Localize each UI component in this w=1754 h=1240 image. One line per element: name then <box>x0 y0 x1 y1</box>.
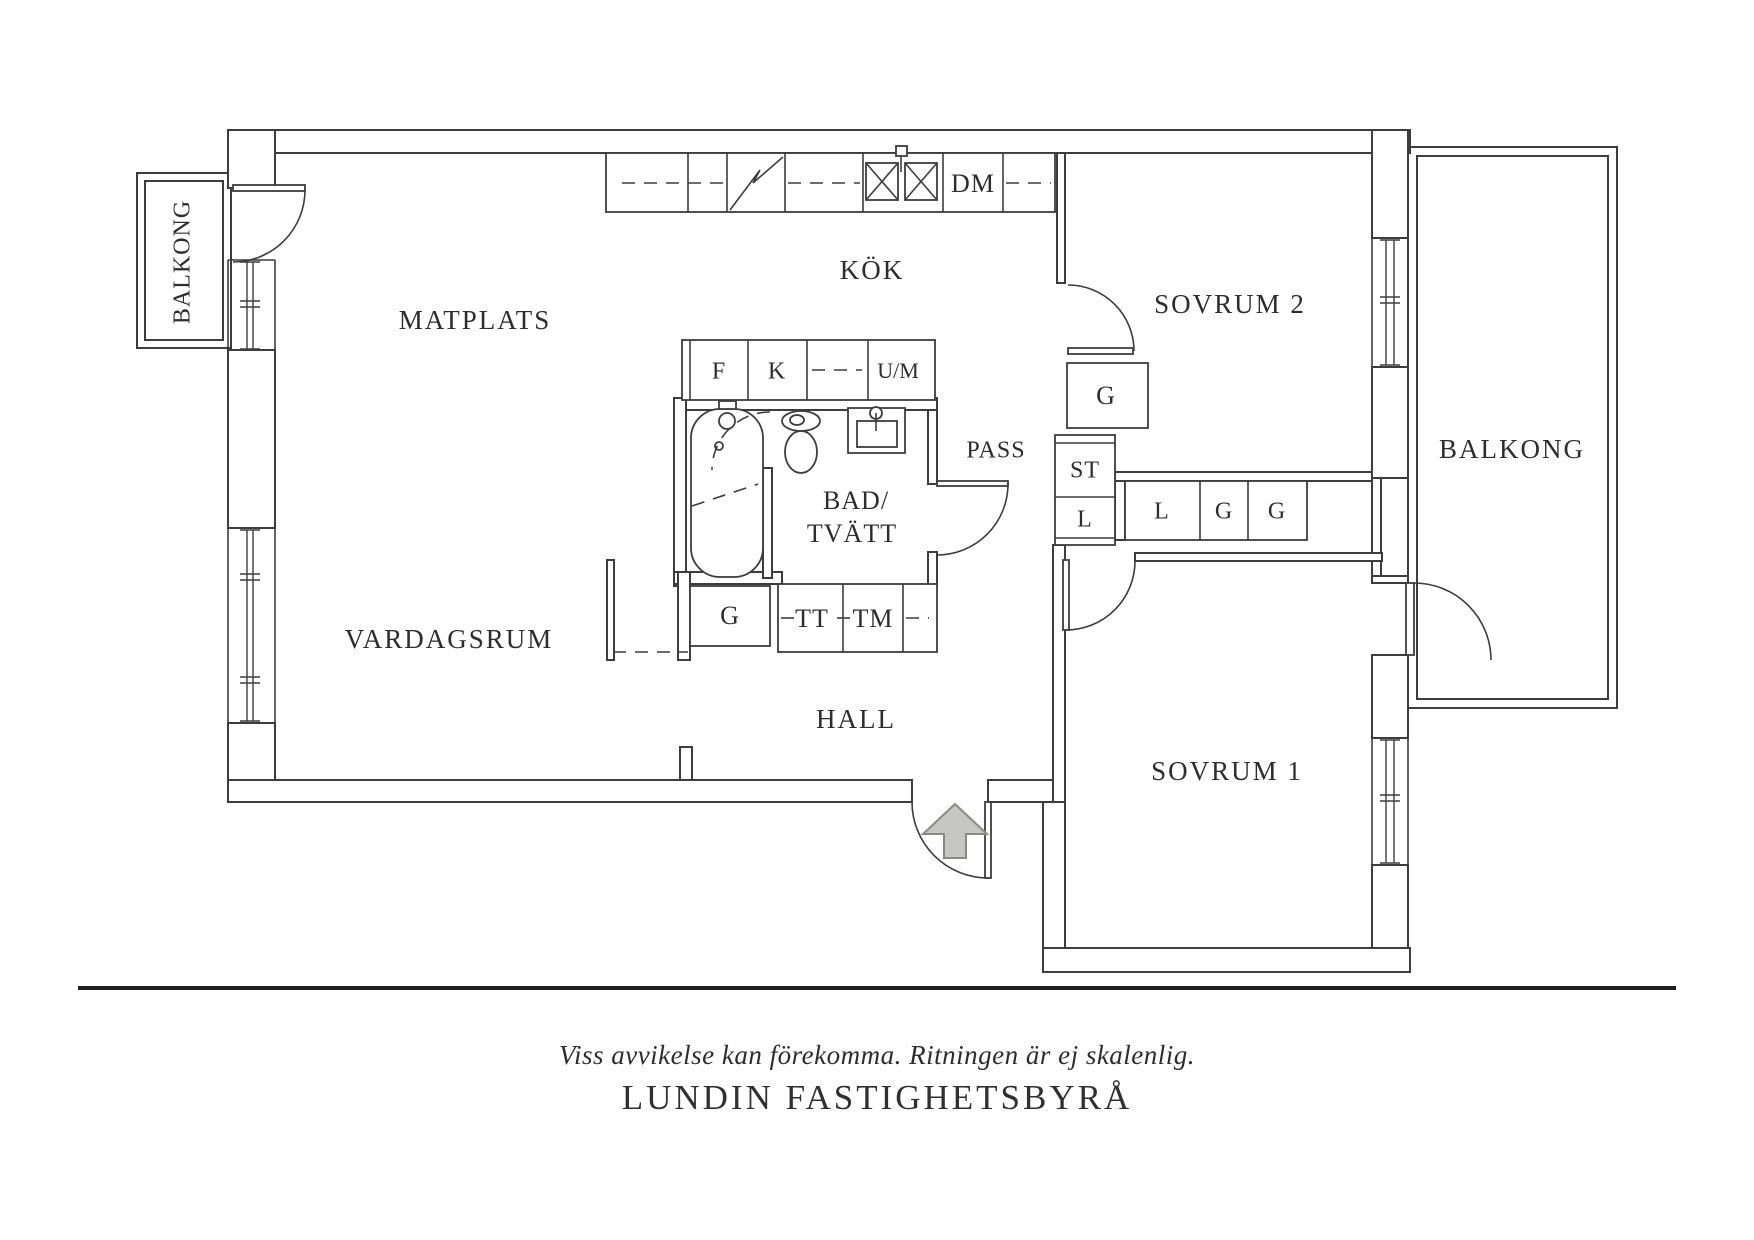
room-label-balkong-left: BALKONG <box>170 200 196 324</box>
closet-g-sovrum2 <box>1066 362 1149 429</box>
fixture-label-g-sovrum2: G <box>1096 381 1116 410</box>
door-entrance <box>911 801 992 879</box>
room-label-kok: KÖK <box>840 255 905 285</box>
room-label-matplats: MATPLATS <box>399 305 552 335</box>
stove-icon <box>729 156 784 211</box>
room-label-sovrum2: SOVRUM 2 <box>1154 289 1306 319</box>
fixture-label-f: F <box>712 359 726 385</box>
window-vardagsrum <box>227 528 276 723</box>
window-matplats <box>227 259 276 350</box>
fixture-label-st: ST <box>1070 458 1100 484</box>
room-label-bad-line1: BAD/ <box>823 486 889 515</box>
walls <box>227 129 1411 973</box>
window-sovrum1 <box>1371 738 1409 865</box>
laundry-tt-tm <box>777 583 938 653</box>
room-label-bad-line2: TVÄTT <box>807 519 897 548</box>
door-balcony-right <box>1405 582 1492 661</box>
closet-st-l <box>1054 434 1116 546</box>
sink-double-icon <box>865 145 938 201</box>
fixture-label-tm: TM <box>853 604 894 633</box>
window-sovrum2 <box>1371 238 1400 367</box>
door-bathroom <box>936 480 1009 556</box>
room-label-balkong-right: BALKONG <box>1439 434 1585 464</box>
room-label-sovrum1: SOVRUM 1 <box>1151 756 1303 786</box>
footer-company: LUNDIN FASTIGHETSBYRÅ <box>622 1078 1133 1117</box>
closet-g-hall <box>613 585 771 653</box>
closet-row-lgg <box>1124 480 1308 541</box>
door-sovrum1 <box>1062 559 1136 631</box>
room-label-vardagsrum: VARDAGSRUM <box>345 624 554 654</box>
fixture-label-g-row1: G <box>1215 499 1233 525</box>
fixture-label-dm: DM <box>951 169 995 198</box>
footer-disclaimer: Viss avvikelse kan förekomma. Ritningen … <box>559 1040 1195 1070</box>
fixture-label-g-row2: G <box>1268 499 1286 525</box>
footer-divider <box>78 986 1676 990</box>
balcony-right <box>1407 146 1618 709</box>
entrance-arrow-icon <box>920 802 990 859</box>
bathtub-icon <box>690 400 764 578</box>
bathroom-sink-icon <box>847 406 906 454</box>
shower-curtain-line <box>691 483 759 507</box>
cabinet-row-fkum <box>681 339 936 401</box>
fixture-label-k: K <box>768 359 786 385</box>
door-sovrum2 <box>1067 284 1135 355</box>
fixture-label-l-st: L <box>1077 507 1093 533</box>
room-label-pass: PASS <box>966 438 1025 464</box>
fixture-label-l-row: L <box>1154 499 1170 525</box>
door-balcony-left <box>232 184 306 263</box>
shower-curtain-arc <box>711 411 771 471</box>
fixture-label-um: U/M <box>877 358 919 383</box>
room-label-hall: HALL <box>816 704 896 734</box>
fixture-label-tt: TT <box>795 604 829 633</box>
fixture-label-g-hall: G <box>720 601 740 630</box>
toilet-icon <box>781 410 821 474</box>
kitchen-counter <box>605 145 1056 213</box>
